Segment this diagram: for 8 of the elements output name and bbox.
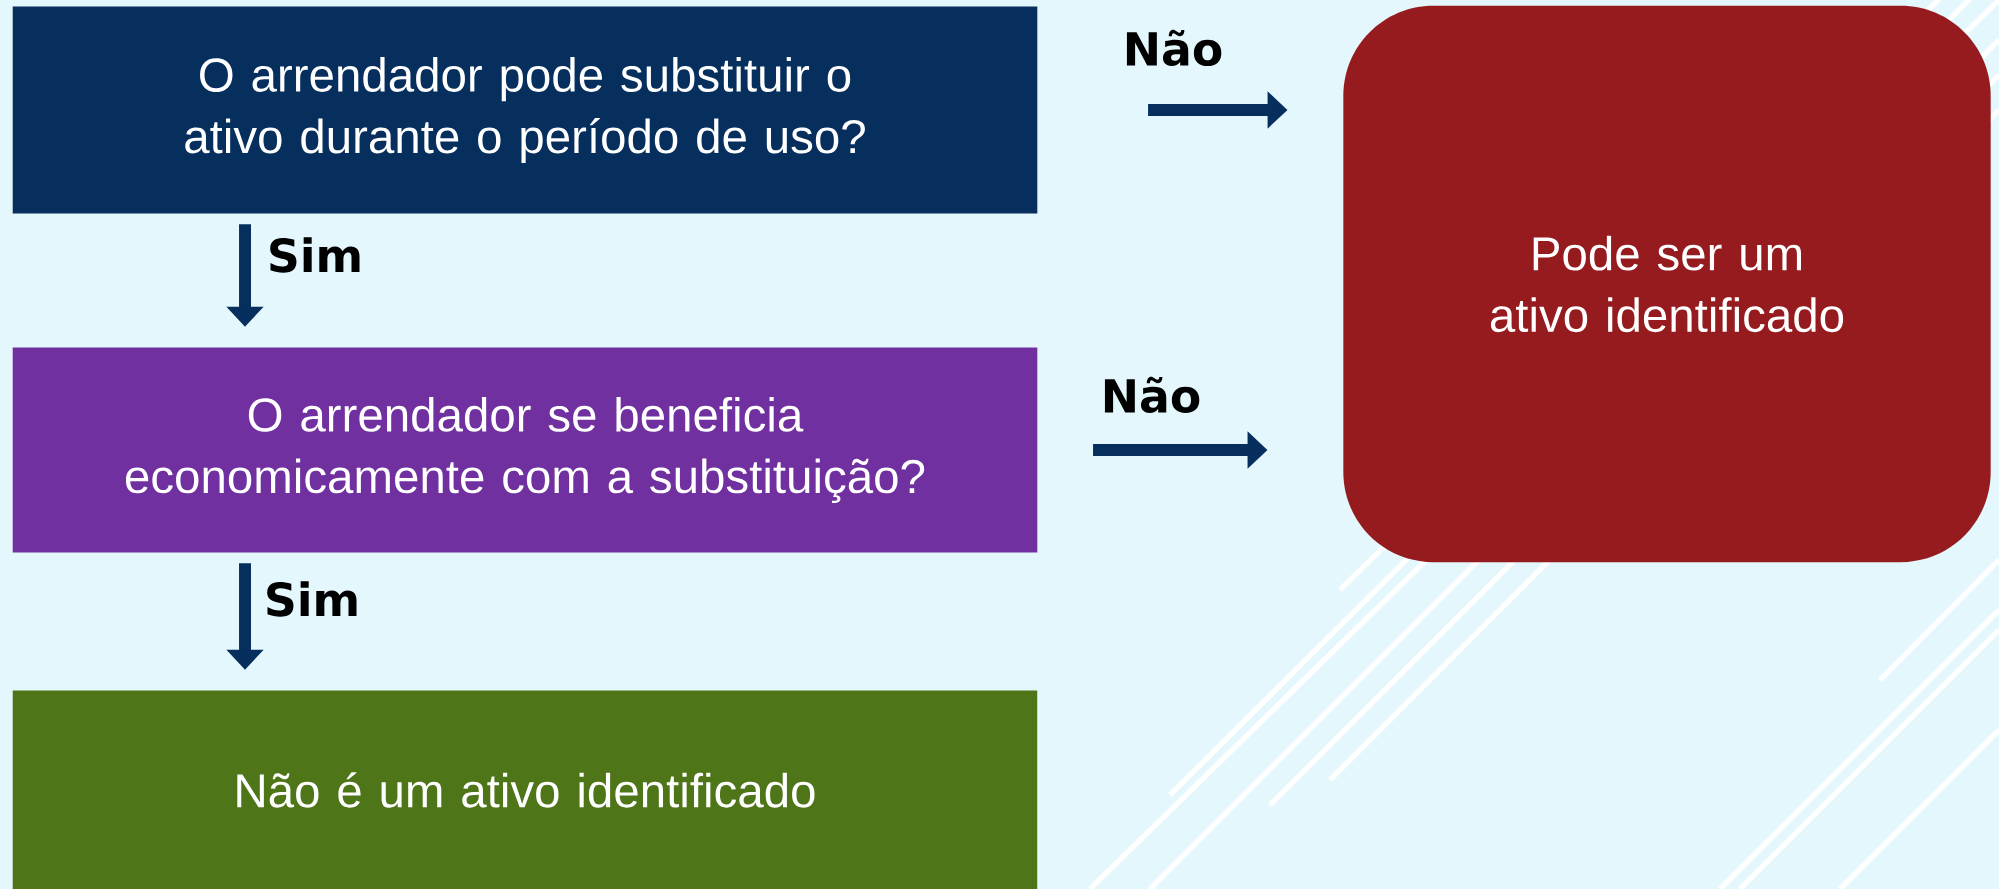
edge-label: Não	[1104, 376, 1200, 414]
edge-label: Não	[1126, 29, 1222, 67]
edge-label: Sim	[267, 581, 357, 617]
edge-label: Sim	[270, 237, 360, 273]
question-box: O arrendador se beneficia economicamente com a substituição?	[12, 347, 1038, 553]
result-box: Pode ser um ativo identificado	[1343, 5, 1991, 563]
question-box: O arrendador pode substituir o ativo durante o período de uso?	[12, 6, 1038, 214]
result-box: Não é um ativo identificado	[12, 690, 1038, 889]
